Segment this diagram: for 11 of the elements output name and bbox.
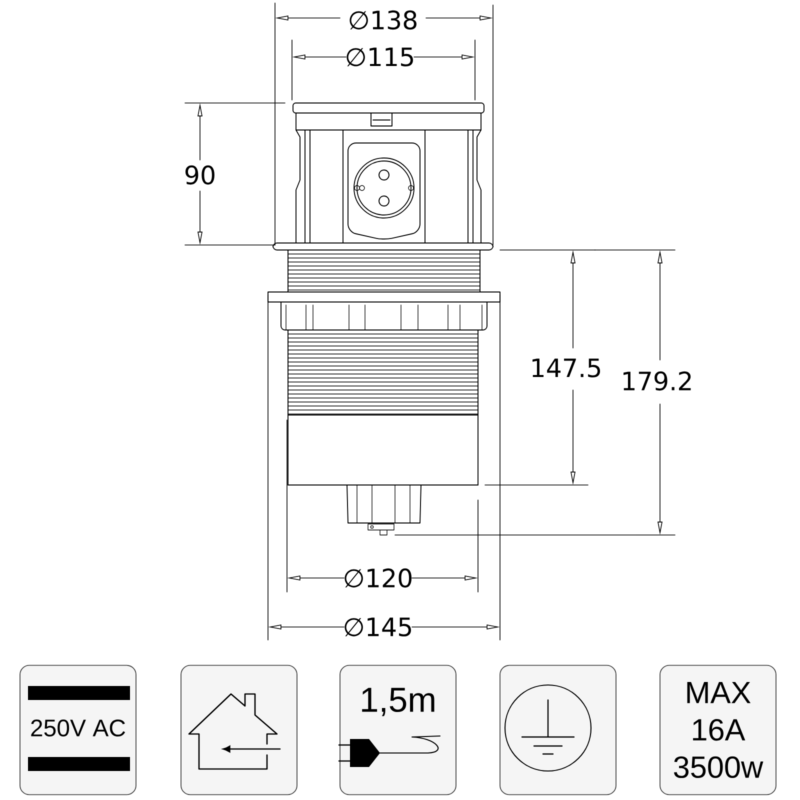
dimension-label: 147.5 xyxy=(532,358,600,378)
dimension-label: ∅115 xyxy=(346,48,413,66)
dimension-label: 179.2 xyxy=(624,371,691,391)
dimension-label: 90 xyxy=(185,165,214,185)
dimension-label: ∅145 xyxy=(344,618,411,636)
icon-box xyxy=(180,664,298,796)
icon-box xyxy=(500,664,616,796)
icon-box: MAX 16A 3500w xyxy=(660,664,776,796)
icon-box: 1,5m xyxy=(340,664,456,796)
dimension-label: ∅120 xyxy=(344,568,412,588)
dimension-label: ∅138 xyxy=(350,10,416,30)
